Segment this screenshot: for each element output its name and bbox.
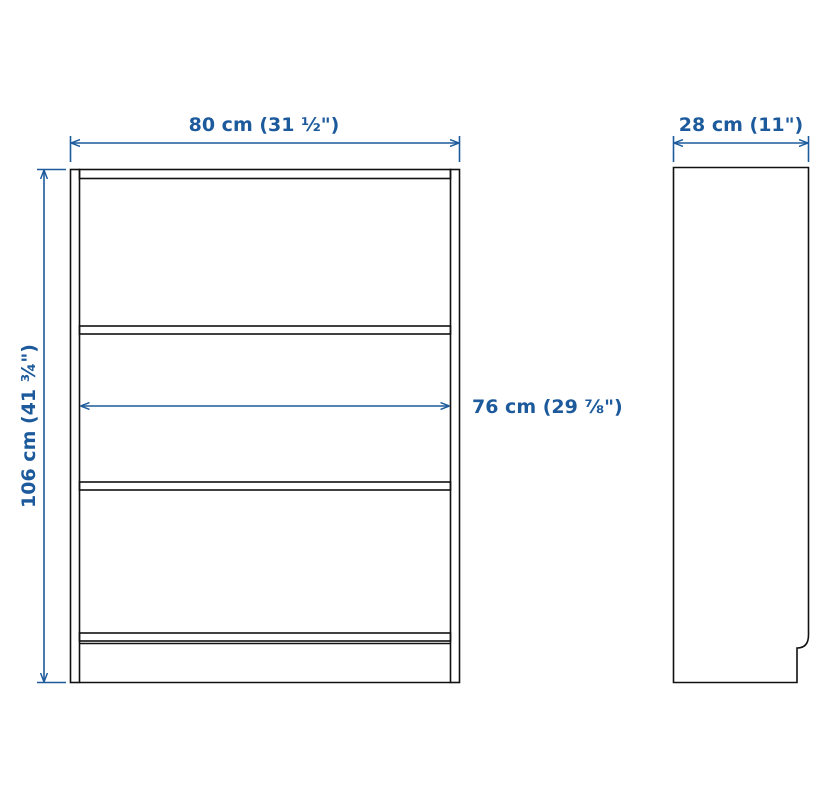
shelf-upper	[78, 325, 452, 335]
top-panel	[78, 168, 452, 180]
dimension-lines	[37, 136, 810, 684]
shelf-middle	[78, 481, 452, 491]
side-view	[672, 166, 810, 684]
height-label: 106 cm (41 ¾")	[18, 344, 40, 508]
side-panel-outline	[672, 166, 810, 684]
left-side-panel	[69, 168, 81, 684]
front-view	[69, 168, 461, 684]
width-label: 80 cm (31 ½")	[189, 114, 340, 136]
inner-width-label: 76 cm (29 ⅞")	[472, 396, 623, 418]
right-side-panel	[449, 168, 461, 684]
shelf-bottom	[78, 632, 452, 642]
depth-label: 28 cm (11")	[679, 114, 803, 136]
